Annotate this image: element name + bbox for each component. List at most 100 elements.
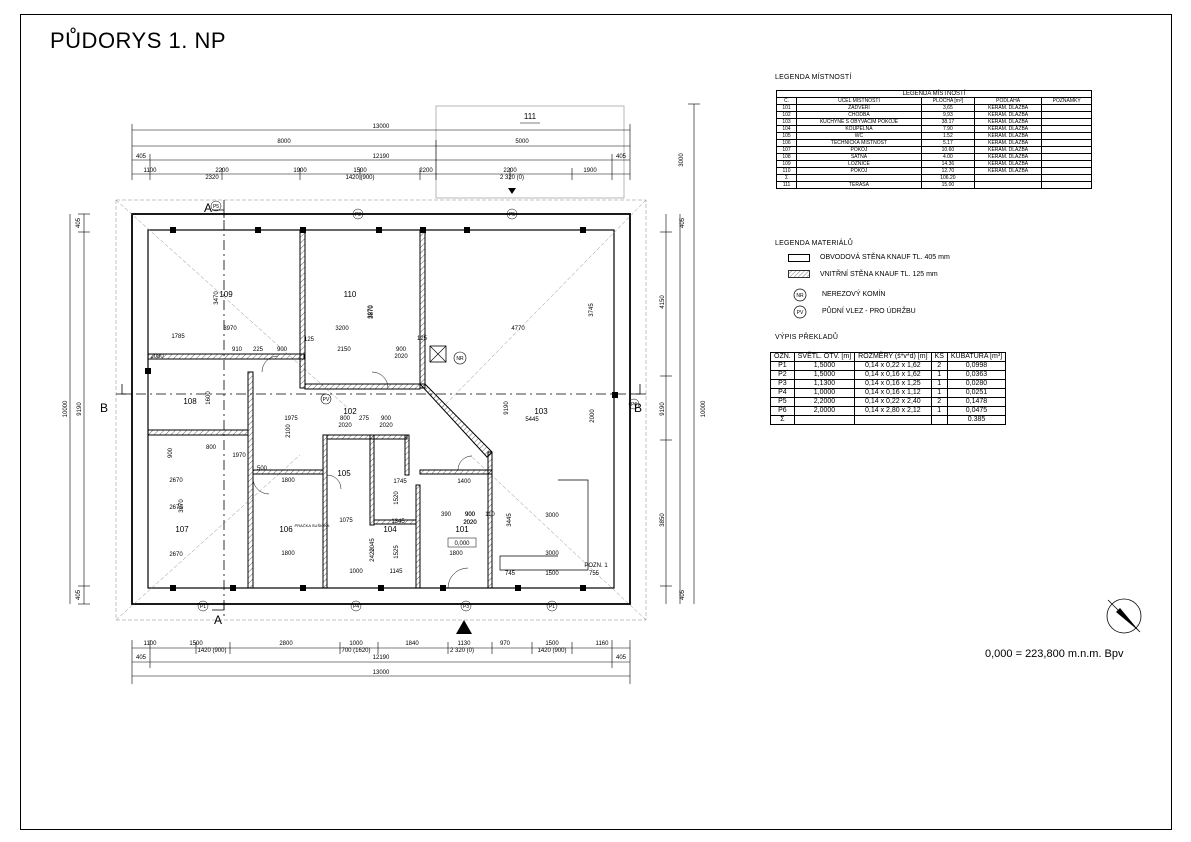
dim-right: 3850 [660, 513, 666, 527]
dim-right: 405 [680, 589, 686, 600]
dim-inner: 1970 [232, 453, 246, 459]
dim-inner: 4770 [511, 326, 525, 332]
kitchen-counter [499, 479, 589, 571]
lintels-cell: 0,0363 [946, 370, 1007, 380]
rooms-cell: KERAM. DLAŽBA [973, 167, 1043, 175]
fixture-label: PRAČKA SUŠIČKA [295, 523, 330, 528]
rooms-cell [1041, 104, 1092, 112]
dim-left: 405 [76, 217, 82, 228]
north-arrow-icon [1106, 598, 1142, 634]
lintel-markers [197, 200, 640, 612]
chimney-legend-symbol-text: NR [796, 293, 804, 299]
lintels-cell: P1 [770, 361, 795, 371]
dim-inner: 3745 [589, 303, 595, 317]
dim-inner: 1745 [393, 479, 407, 485]
rooms-cell: KERAM. DLAŽBA [973, 125, 1043, 133]
rooms-cell: KERAM. DLAŽBA [973, 153, 1043, 161]
rooms-cell: 12.70 [920, 167, 975, 175]
rooms-cell: 10.60 [920, 146, 975, 154]
dim-inner: 1800 [281, 478, 295, 484]
dim-inner: 800 [340, 416, 351, 422]
dim-top: 13000 [373, 124, 390, 130]
dim-right: 405 [680, 217, 686, 228]
rooms-cell [1041, 160, 1092, 168]
rooms-legend-title: LEGENDA MÍSTNOSTÍ [776, 90, 1092, 98]
rooms-cell: 105 [775, 132, 798, 140]
dim-bottom: 405 [136, 655, 147, 661]
rooms-header-1: ÚČEL MÍSTNOSTI [796, 97, 922, 105]
dim-inner: 1800 [281, 551, 295, 557]
rooms-legend-caption: LEGENDA MÍSTNOSTÍ [775, 74, 852, 81]
lintels-cell: 0,14 x 0,16 x 1,62 [854, 370, 932, 380]
rooms-cell: KERAM. DLAŽBA [973, 118, 1043, 126]
dim-inner: 1075 [339, 518, 353, 524]
section-mark-a-bottom: A [214, 613, 222, 627]
section-mark-b-left: B [100, 401, 108, 415]
dim-bottom: 2800 [279, 641, 293, 647]
rooms-cell [973, 181, 1043, 189]
interior-wall-symbol [788, 270, 810, 278]
lintels-cell: P2 [770, 370, 795, 380]
rooms-cell: ZÁDVEŘÍ [796, 104, 922, 112]
lintels-cell: 0,14 x 2,80 x 2,12 [854, 406, 932, 416]
dim-inner: 1500 [545, 571, 559, 577]
material-label-attic: PŮDNÍ VLEZ - PRO ÚDRŽBU [822, 308, 916, 315]
rooms-header-2: PLOCHA [m²] [920, 97, 975, 105]
material-label-interior: VNITŘNÍ STĚNA KNAUF TL. 125 mm [820, 271, 938, 278]
rooms-cell: 111 [775, 181, 798, 189]
dim-inner: 900 [277, 347, 288, 353]
dimension-lines-bottom [131, 640, 631, 684]
lintel-p1-b: P1 [549, 604, 555, 610]
dim-inner: 3445 [507, 513, 513, 527]
lintels-cell: 0.385 [946, 415, 1007, 425]
dim-bottom: 13000 [373, 670, 390, 676]
rooms-cell: TERASA [796, 181, 922, 189]
lintels-table: OZN.SVĚTL. OTV. [m]ROZMĚRY (š*v*d) [m]KS… [770, 352, 1007, 425]
rooms-cell: 110 [775, 167, 798, 175]
diagonal-wall [418, 383, 493, 458]
dim-bottom: 405 [616, 655, 627, 661]
rooms-cell: Σ [775, 174, 798, 182]
plan-note: POZN. 1 [584, 563, 608, 569]
chimney [429, 345, 447, 363]
room-107: 107 [175, 525, 189, 534]
dim-inner: 910 [232, 347, 243, 353]
rooms-cell: KERAM. DLAŽBA [973, 160, 1043, 168]
room-105: 105 [337, 469, 351, 478]
dim-inner: 3970 [179, 499, 185, 513]
dim-top: 1900 [583, 168, 597, 174]
lintels-cell: 1 [930, 379, 948, 389]
dim-inner: 2020 [338, 423, 352, 429]
rooms-cell [1041, 153, 1092, 161]
lintels-cell: P6 [770, 406, 795, 416]
dim-inner: 900 [168, 447, 174, 458]
dim-inner: 5445 [525, 417, 539, 423]
dim-inner: 3000 [545, 551, 559, 557]
lintel-p5-b: P5 [509, 212, 515, 218]
dim-inner: 2020 [463, 520, 477, 526]
rooms-cell: 14.36 [920, 160, 975, 168]
rooms-cell: 7.90 [920, 125, 975, 133]
rooms-cell: 104 [775, 125, 798, 133]
dim-inner: 500 [257, 466, 268, 472]
dim-inner: 1600 [206, 391, 212, 405]
dim-inner: 900 [465, 512, 476, 518]
rooms-cell [1041, 139, 1092, 147]
exterior-wall-symbol [788, 254, 810, 262]
room-110: 110 [344, 290, 357, 299]
room-106: 106 [279, 525, 293, 534]
rooms-cell: 5.17 [920, 139, 975, 147]
lintels-cell: 0,14 x 0,22 x 1,62 [854, 361, 932, 371]
room-108: 108 [183, 397, 197, 406]
page-title: PŮDORYS 1. NP [50, 28, 227, 53]
dim-bottom: 1160 [596, 641, 610, 647]
section-mark-a-top: A [204, 201, 212, 215]
rooms-header-0: Č. [775, 97, 798, 105]
elevation-note: 0,000 = 223,800 m.n.m. Bpv [985, 648, 1124, 660]
lintel-p3: P3 [463, 604, 469, 610]
attic-access-label: PV [323, 397, 330, 403]
dim-left: 405 [76, 589, 82, 600]
